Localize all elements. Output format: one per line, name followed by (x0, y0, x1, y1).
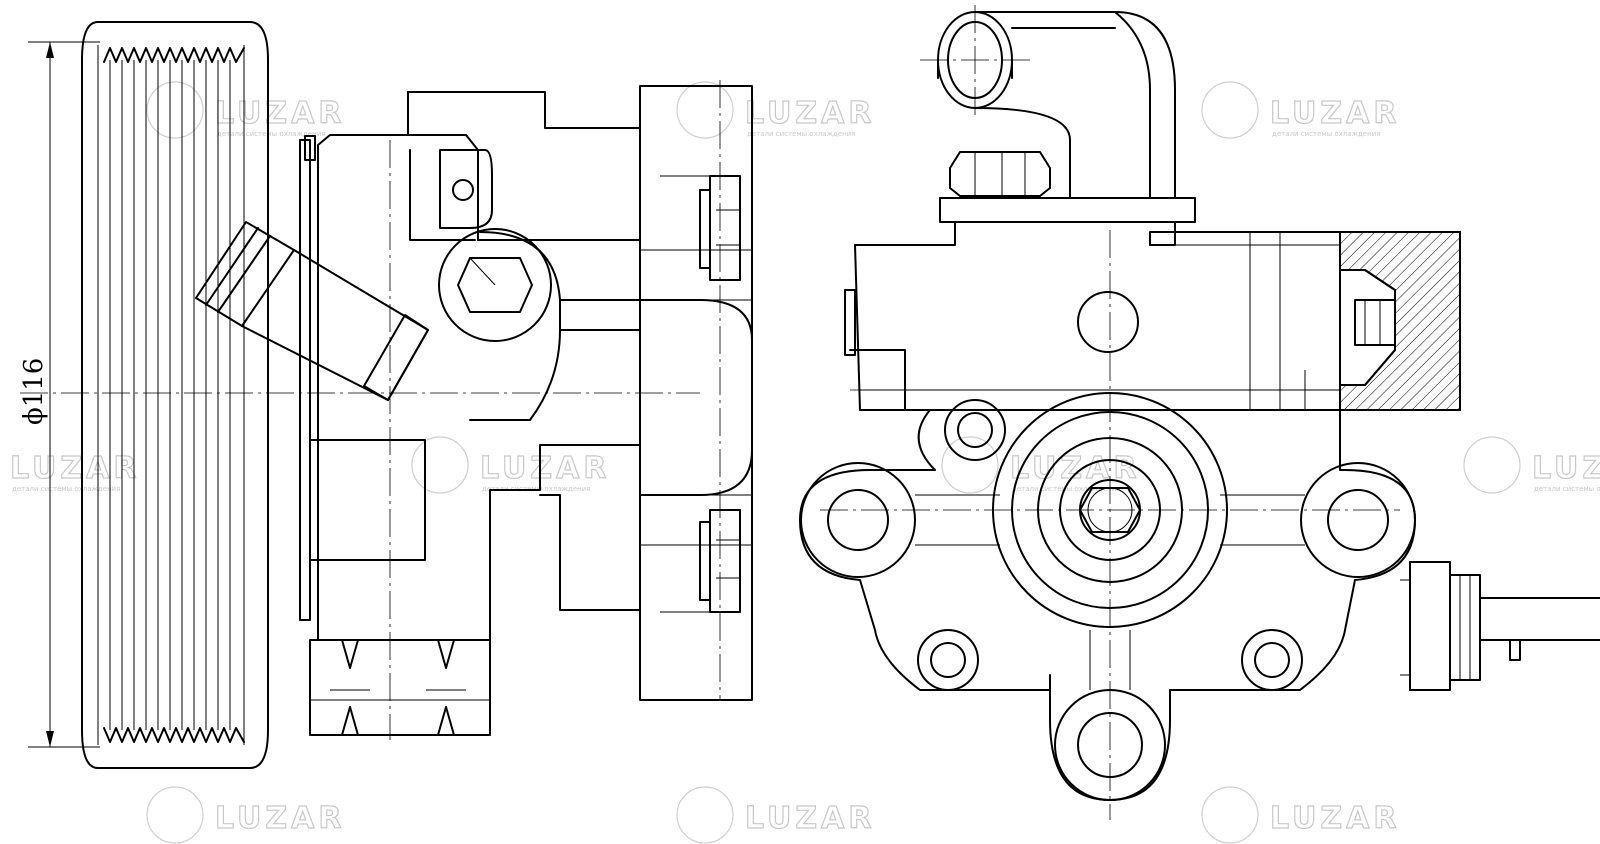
inlet-pipe (195, 221, 429, 401)
watermark-brand: LUZAR (1270, 801, 1400, 836)
pulley (81, 21, 269, 769)
lion-logo-icon (941, 436, 999, 494)
top-nut (939, 151, 1196, 223)
watermark: LUZAR детали системы охлаждения (676, 81, 875, 139)
watermark-brand: LUZAR (215, 801, 345, 836)
lion-logo-icon (146, 786, 204, 844)
watermark-tagline: детали системы охлаждения (12, 485, 120, 493)
lion-logo-icon (1201, 81, 1259, 139)
lion-logo-icon (146, 81, 204, 139)
watermark: LUZAR детали системы охлаждения (1201, 81, 1400, 139)
watermark-tagline: детали системы охлаждения (1012, 485, 1120, 493)
watermark-tagline: детали системы охлаждения (1534, 485, 1600, 493)
watermark-brand: LUZAR (1270, 96, 1400, 131)
watermark-brand: LUZAR (10, 451, 140, 486)
outlet-pipe (937, 11, 1176, 199)
lion-logo-icon (676, 786, 734, 844)
watermark-tagline: детали системы охлаждения (747, 130, 855, 138)
watermark-brand: LUZAR (1532, 451, 1600, 486)
watermark: LUZAR детали системы охлаждения (9, 450, 140, 493)
lion-logo-icon (1463, 436, 1521, 494)
watermark: LUZAR (1201, 786, 1400, 844)
watermark: LUZAR детали системы охлаждения (941, 436, 1140, 494)
watermark-tagline: детали системы охлаждения (217, 130, 325, 138)
watermark: LUZAR (146, 786, 345, 844)
front-view (799, 5, 1600, 820)
watermark-brand: LUZAR (480, 451, 610, 486)
control-valve (1400, 561, 1600, 691)
watermark-brand: LUZAR (1010, 451, 1140, 486)
watermark-brand: LUZAR (745, 96, 875, 131)
diameter-label: ϕ116 (19, 358, 49, 425)
watermark-tagline: детали системы охлаждения (1272, 130, 1380, 138)
pump-body-side (195, 85, 753, 736)
pressure-fitting (1339, 231, 1461, 411)
pump-body-front (844, 221, 1341, 411)
watermark-brand: LUZAR (745, 801, 875, 836)
watermark-brand: LUZAR (215, 96, 345, 131)
lion-logo-icon (676, 81, 734, 139)
diameter-dimension: ϕ116 (19, 41, 100, 748)
lion-logo-icon (411, 436, 469, 494)
mounting-flange (639, 85, 753, 701)
side-view: ϕ116 (19, 21, 753, 769)
lion-logo-icon (1201, 786, 1259, 844)
watermark: LUZAR детали системы охлаждения (146, 81, 345, 139)
watermark: LUZAR (676, 786, 875, 844)
watermark: LUZAR детали системы охлаждения (1463, 436, 1600, 494)
